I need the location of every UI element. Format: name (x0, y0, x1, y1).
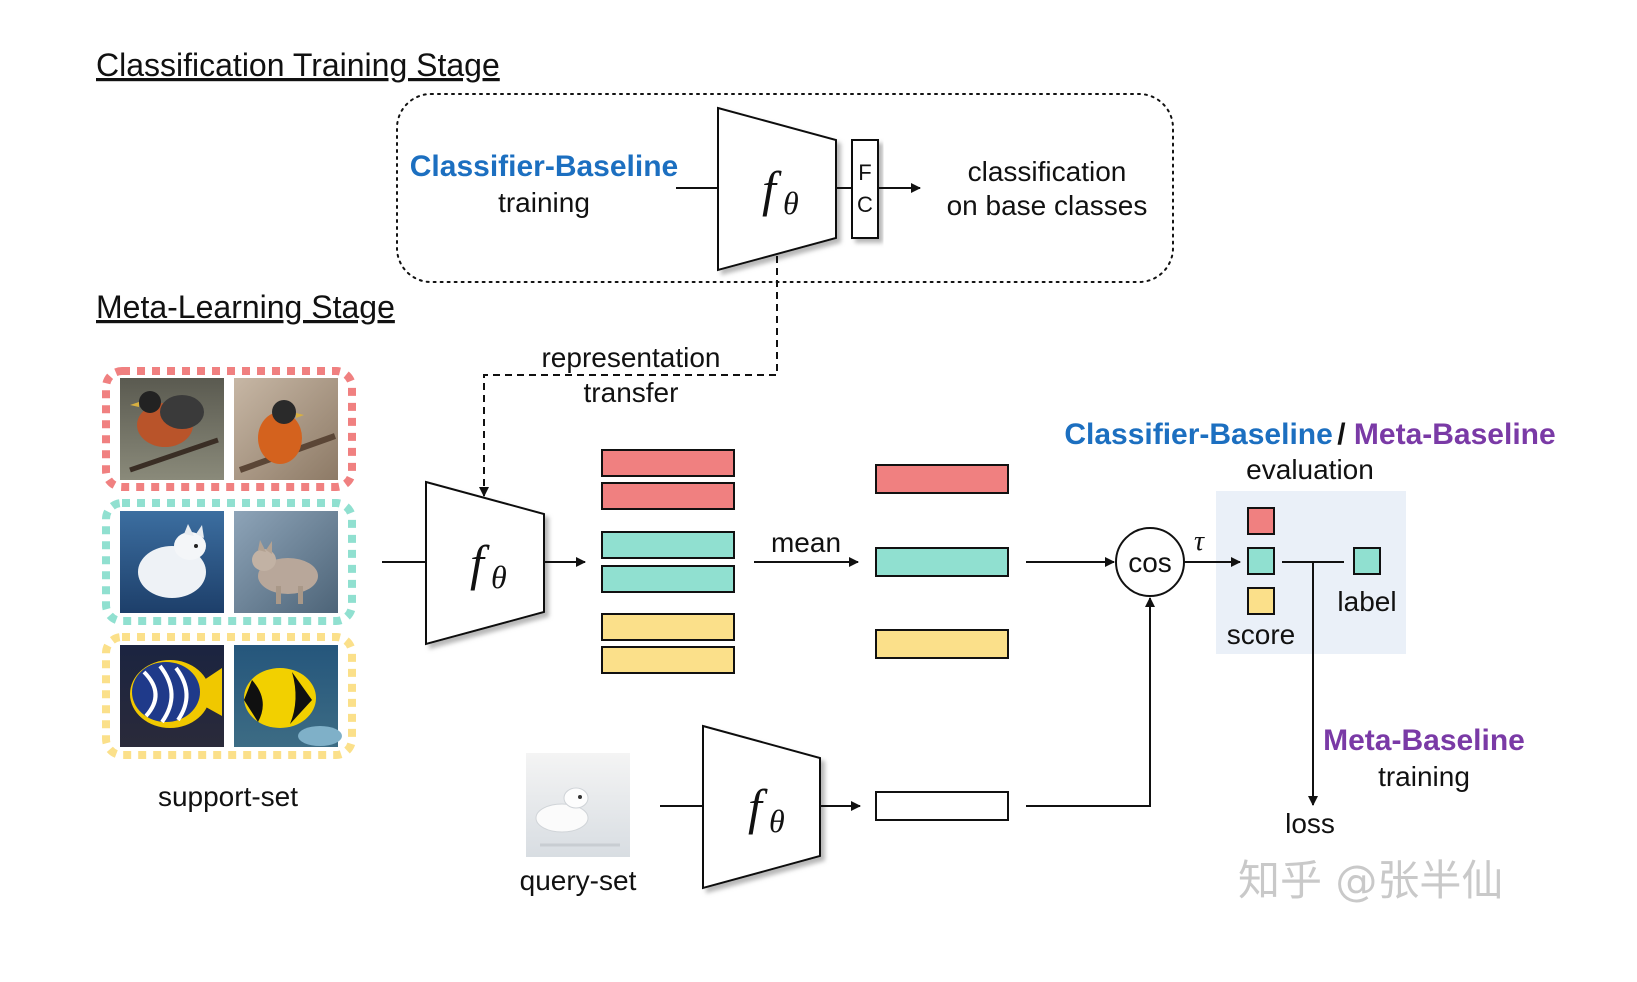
query-set: query-set (520, 753, 637, 896)
meta-learning-stage-title: Meta-Learning Stage (96, 289, 395, 325)
bird-photo (120, 378, 224, 480)
prototype-yellow (875, 629, 1009, 659)
tau-label: τ (1194, 526, 1205, 557)
support-group-yellow (102, 633, 356, 759)
classification-stage-title: Classification Training Stage (96, 47, 500, 83)
arctic-fox-snow-photo (526, 753, 630, 857)
query-set-label: query-set (520, 865, 637, 896)
score-label: score (1227, 619, 1295, 650)
arctic-fox-photo (120, 511, 224, 613)
support-group-red (102, 367, 356, 491)
support-encoder-theta: θ (491, 559, 507, 595)
eval-classifier-baseline: Classifier-Baseline (1064, 418, 1332, 451)
transfer-label-line2: transfer (584, 377, 679, 408)
meta-baseline-label: Meta-Baseline (1323, 724, 1525, 757)
eval-slash: / (1337, 418, 1354, 451)
classifier-baseline-label: Classifier-Baseline (410, 150, 678, 183)
feature-bar-teal (601, 531, 735, 559)
angelfish-photo (120, 645, 224, 747)
support-group-teal (102, 499, 356, 625)
fc-letter-c: C (857, 192, 873, 217)
cos-label: cos (1128, 547, 1172, 578)
classification-stage-box (396, 93, 1174, 283)
feature-bar-yellow (601, 613, 735, 641)
classification-output-line2: on base classes (947, 190, 1148, 221)
meta-training-label: training (1378, 761, 1470, 792)
label-label: label (1337, 586, 1396, 617)
arctic-fox-photo (234, 511, 338, 613)
fc-letter-f: F (858, 160, 871, 185)
score-teal (1247, 547, 1275, 575)
support-encoder: f θ (425, 480, 545, 646)
bird-photo (234, 378, 338, 480)
support-set: support-set (102, 367, 356, 812)
evaluation-header: Classifier-Baseline / Meta-Baseline (1064, 418, 1555, 451)
mean-label: mean (771, 527, 841, 558)
query-encoder: f θ (702, 724, 821, 890)
query-feature (875, 791, 1009, 821)
prototype-teal (875, 547, 1009, 577)
stage1-training-label: training (498, 187, 590, 218)
feature-bar-teal (601, 565, 735, 593)
transfer-label-line1: representation (541, 342, 720, 373)
stage1-encoder-theta: θ (783, 185, 799, 221)
feature-bar-yellow (601, 646, 735, 674)
stage1-encoder: f θ (717, 106, 837, 272)
support-set-label: support-set (158, 781, 298, 812)
angelfish-photo (234, 645, 342, 747)
support-features (601, 449, 735, 674)
loss-label: loss (1285, 808, 1335, 839)
representation-transfer-arrow (479, 256, 778, 497)
score-yellow (1247, 587, 1275, 615)
label-box (1353, 547, 1381, 575)
score-vector (1247, 507, 1275, 615)
prototype-red (875, 464, 1009, 494)
score-red (1247, 507, 1275, 535)
feature-bar-red (601, 482, 735, 510)
eval-meta-baseline: Meta-Baseline (1354, 418, 1556, 451)
query-to-cos-arrow (1026, 597, 1155, 807)
classification-output-line1: classification (968, 156, 1127, 187)
class-prototypes (875, 464, 1009, 659)
fc-layer: F C (851, 139, 879, 239)
query-encoder-theta: θ (769, 803, 785, 839)
watermark: 知乎 @张半仙 (1238, 856, 1503, 905)
feature-bar-red (601, 449, 735, 477)
evaluation-label: evaluation (1246, 454, 1374, 485)
